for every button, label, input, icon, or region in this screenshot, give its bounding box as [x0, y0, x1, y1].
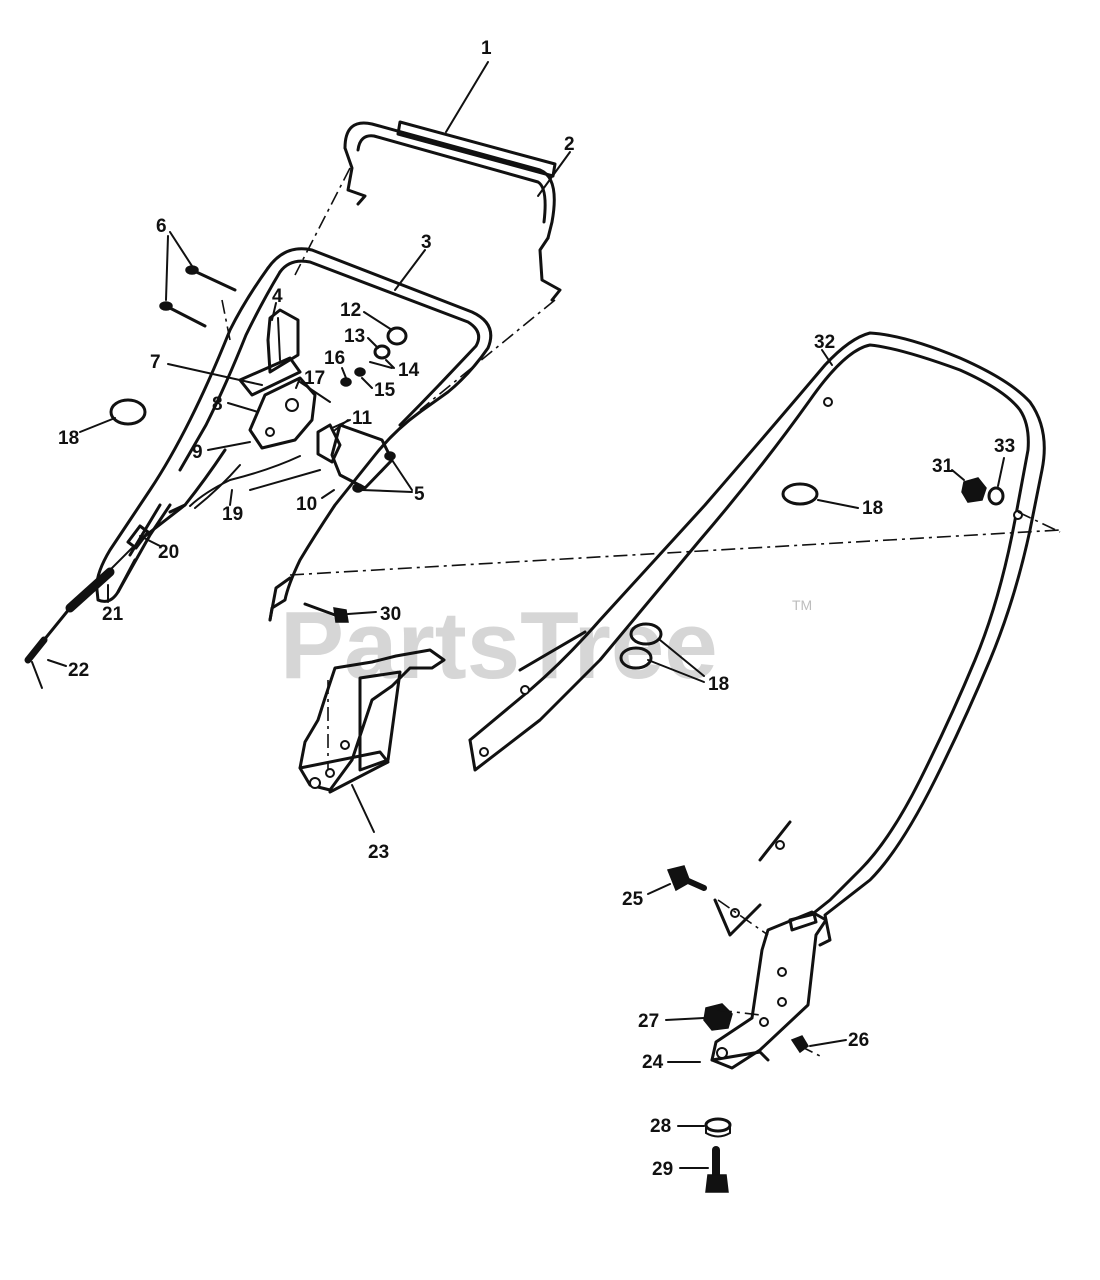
callout-23: 23: [368, 842, 389, 863]
callout-21: 21: [102, 604, 124, 625]
callout-labels: 1 2 3 4 5 6 7 8 9 10 11 12 13 14 15 16 1…: [58, 38, 1015, 1180]
callout-15: 15: [374, 380, 396, 401]
part-cable: [24, 448, 321, 689]
callout-17: 17: [304, 368, 325, 389]
part-nut-27: [703, 1003, 733, 1031]
part-clips: [109, 398, 819, 670]
callout-11: 11: [352, 408, 373, 429]
callout-30: 30: [380, 604, 401, 625]
part-switch-assembly: [238, 356, 317, 450]
part-washer-28: [704, 1117, 732, 1138]
callout-4: 4: [272, 286, 283, 307]
part-bolt-30: [303, 602, 349, 623]
part-bracket-24: [710, 910, 828, 1070]
callout-3: 3: [421, 232, 432, 253]
callout-5: 5: [414, 484, 425, 505]
alignment-lines: [221, 167, 1061, 1057]
callout-26: 26: [848, 1030, 869, 1051]
callout-6: 6: [156, 216, 167, 237]
callout-16: 16: [324, 348, 345, 369]
callout-31: 31: [932, 456, 954, 477]
callout-28: 28: [650, 1116, 671, 1137]
callout-8: 8: [212, 394, 223, 415]
part-switch-cover: [316, 423, 396, 493]
part-upper-handle: [95, 247, 493, 622]
part-bolt-29: [705, 1146, 729, 1193]
callout-2: 2: [564, 134, 575, 155]
callout-25: 25: [622, 889, 644, 910]
callout-10: 10: [296, 494, 317, 515]
part-screws: [159, 265, 237, 328]
callout-9: 9: [192, 442, 203, 463]
callout-29: 29: [652, 1159, 673, 1180]
callout-27: 27: [638, 1011, 659, 1032]
part-lower-handle: [468, 331, 1046, 947]
part-control-bracket: [266, 308, 300, 374]
part-nut-31-washer-33: [961, 477, 1005, 506]
callout-33: 33: [994, 436, 1015, 457]
callout-14: 14: [398, 360, 420, 381]
callout-32: 32: [814, 332, 835, 353]
callout-1: 1: [481, 38, 492, 59]
part-bail-handle: [343, 121, 562, 302]
watermark-trademark: TM: [792, 597, 812, 613]
callout-22: 22: [68, 660, 89, 681]
callout-18b: 18: [862, 498, 883, 519]
part-bracket-23: [298, 648, 446, 794]
leader-lines: [47, 61, 1005, 1169]
callout-13: 13: [344, 326, 365, 347]
callout-24: 24: [642, 1052, 664, 1073]
watermark-brand: PartsTree: [280, 592, 718, 699]
callout-18a: 18: [58, 428, 79, 449]
part-bolt-25: [666, 865, 707, 892]
callout-7: 7: [150, 352, 161, 373]
callout-18c: 18: [708, 674, 729, 695]
callout-12: 12: [340, 300, 361, 321]
callout-20: 20: [158, 542, 179, 563]
callout-19: 19: [222, 504, 243, 525]
